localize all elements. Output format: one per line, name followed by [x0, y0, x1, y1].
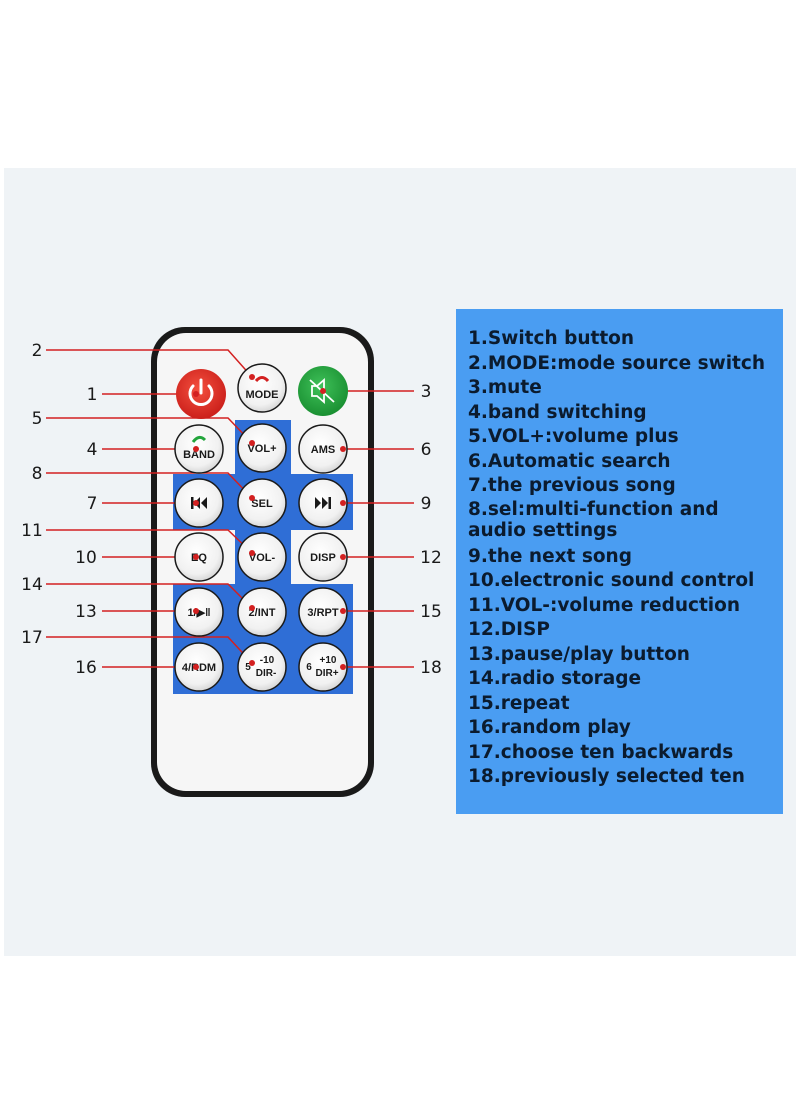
callout-16: 16 — [75, 658, 97, 678]
callout-4: 4 — [87, 440, 98, 460]
legend-item-3: 3.mute — [468, 377, 542, 398]
callout-line-2 — [46, 349, 253, 378]
power-icon — [188, 378, 214, 406]
callout-numbers: 1 2 3 4 5 6 7 8 9 10 11 12 13 14 15 16 1… — [21, 341, 442, 678]
legend-item-5: 5.VOL+:volume plus — [468, 426, 679, 447]
legend-item-16: 16.random play — [468, 717, 631, 738]
mode-button[interactable]: MODE — [237, 363, 287, 413]
callout-15: 15 — [420, 602, 442, 622]
legend-list: 1.Switch button 2.MODE:mode source switc… — [456, 309, 783, 790]
vol-plus-button[interactable]: VOL+ — [237, 423, 287, 473]
callout-7: 7 — [87, 494, 98, 514]
legend-item-15: 15.repeat — [468, 692, 570, 714]
legend-item-7: 7.the previous song — [468, 475, 676, 496]
callout-6: 6 — [421, 440, 432, 460]
int-button[interactable]: 2/INT — [237, 587, 287, 637]
callout-18: 18 — [420, 658, 442, 678]
legend-item-1: 1.Switch button — [468, 328, 635, 349]
callout-11: 11 — [21, 521, 43, 541]
rdm-label: 4/RDM — [182, 662, 216, 674]
legend-item-14: 14.radio storage — [468, 668, 642, 689]
power-button[interactable] — [176, 369, 226, 419]
legend-item-10: 10.electronic sound control — [468, 570, 755, 591]
callout-8: 8 — [32, 464, 43, 484]
sel-label: SEL — [251, 498, 273, 510]
ams-button[interactable]: AMS — [298, 424, 348, 474]
vol-minus-label: VOL- — [249, 552, 276, 564]
legend-item-2: 2.MODE:mode source switch — [468, 352, 766, 374]
callout-5: 5 — [32, 409, 43, 429]
dir-minus-top: -10 — [260, 655, 275, 666]
vol-minus-button[interactable]: VOL- — [237, 532, 287, 582]
callout-2: 2 — [32, 341, 43, 361]
int-label: 2/INT — [249, 607, 276, 619]
callout-14: 14 — [21, 575, 43, 595]
callout-1: 1 — [87, 385, 98, 405]
ams-label: AMS — [311, 444, 335, 456]
callout-13: 13 — [75, 602, 97, 622]
rpt-button[interactable]: 3/RPT — [298, 587, 348, 637]
skip-next-icon — [315, 497, 331, 509]
sel-button[interactable]: SEL — [237, 478, 287, 528]
disp-label: DISP — [310, 552, 336, 564]
mode-label: MODE — [246, 389, 279, 401]
dir-plus-button[interactable]: 6 +10 DIR+ — [298, 642, 348, 692]
legend-box: 1.Switch button 2.MODE:mode source switc… — [456, 309, 783, 814]
dir-plus-top: +10 — [320, 655, 337, 666]
legend-item-13: 13.pause/play button — [468, 643, 690, 665]
dir-minus-bottom: DIR- — [256, 668, 277, 679]
vol-plus-label: VOL+ — [247, 443, 276, 455]
legend-item-4: 4.band switching — [468, 401, 647, 423]
legend-item-9: 9.the next song — [468, 545, 632, 567]
dir-minus-number: 5 — [245, 662, 251, 673]
callout-9: 9 — [421, 494, 432, 514]
legend-item-6: 6.Automatic search — [468, 450, 671, 472]
callout-10: 10 — [75, 548, 97, 568]
legend-item-12: 12.DISP — [468, 619, 550, 640]
callout-3: 3 — [421, 382, 432, 402]
next-button[interactable] — [298, 478, 348, 528]
legend-item-17: 17.choose ten backwards — [468, 741, 734, 763]
phone-hangup-icon — [254, 376, 270, 383]
callout-17: 17 — [21, 628, 43, 648]
dir-minus-button[interactable]: 5 -10 DIR- — [237, 642, 287, 692]
legend-item-18: 18.previously selected ten — [468, 766, 745, 787]
dir-plus-bottom: DIR+ — [315, 668, 338, 679]
callout-12: 12 — [420, 548, 442, 568]
disp-button[interactable]: DISP — [298, 532, 348, 582]
phone-answer-icon — [191, 435, 207, 443]
rpt-label: 3/RPT — [307, 607, 338, 619]
band-label: BAND — [183, 449, 215, 461]
legend-item-8: 8.sel:multi-function and audio settings — [468, 498, 719, 541]
callout-dots — [193, 374, 346, 670]
legend-item-11: 11.VOL-:volume reduction — [468, 594, 741, 616]
dir-plus-number: 6 — [306, 662, 312, 673]
play-pause-button[interactable]: 1/▶ǁ — [174, 587, 224, 637]
play-pause-label: 1/▶ǁ — [187, 607, 210, 619]
